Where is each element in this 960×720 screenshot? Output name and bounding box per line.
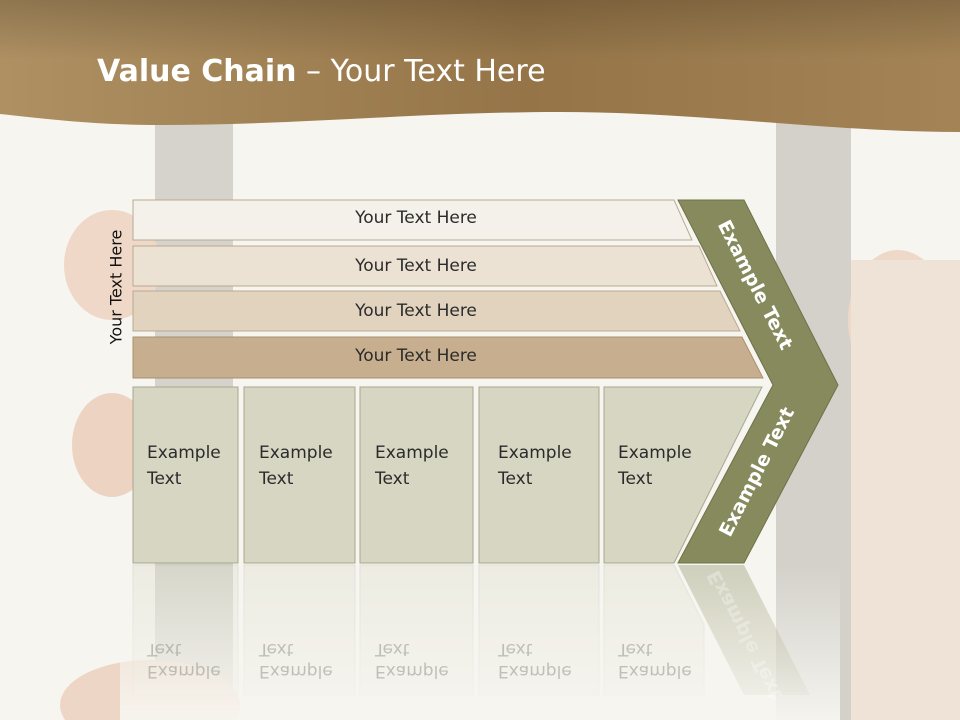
reflected-line1: Example	[375, 661, 449, 681]
row-band-4	[132, 336, 764, 379]
reflected-line2: Text	[618, 639, 653, 659]
reflected-line1: Example	[498, 661, 572, 681]
title-bold: Value Chain	[97, 54, 297, 89]
row-label-2: Your Text Here	[355, 256, 477, 276]
cell-label-line2: Text	[259, 469, 294, 489]
row-label-4: Your Text Here	[355, 346, 477, 366]
cell-label-line1: Example	[147, 443, 221, 463]
reflected-line1: Example	[147, 661, 221, 681]
chevron	[677, 199, 839, 564]
cell-3	[359, 386, 474, 564]
reflected-line2: Text	[259, 639, 294, 659]
row-label-1: Your Text Here	[355, 208, 477, 228]
cell-label-2: Example Text	[259, 440, 333, 492]
activity-cells	[132, 386, 763, 564]
cell-label-line1: Example	[375, 443, 449, 463]
row-bands	[132, 199, 764, 379]
reflected-cell-label-3: Example Text	[375, 638, 449, 682]
cell-label-5: Example Text	[618, 440, 692, 492]
row-band-2	[132, 245, 718, 287]
hand-right	[851, 260, 960, 720]
reflected-line2: Text	[375, 639, 410, 659]
cell-label-line2: Text	[147, 469, 182, 489]
header-band	[0, 0, 960, 132]
side-label: Your Text Here	[106, 229, 126, 345]
row-label-3: Your Text Here	[355, 301, 477, 321]
cell-label-line1: Example	[259, 443, 333, 463]
reflected-line1: Example	[618, 661, 692, 681]
reflected-cell-label-1: Example Text	[147, 638, 221, 682]
cell-2	[243, 386, 356, 564]
title-rest: – Your Text Here	[296, 54, 546, 89]
reflected-line1: Example	[259, 661, 333, 681]
page-title: Value Chain – Your Text Here	[97, 54, 546, 89]
cell-1	[132, 386, 239, 564]
cell-label-line2: Text	[498, 469, 533, 489]
cell-label-4: Example Text	[498, 440, 572, 492]
reflected-cell-label-5: Example Text	[618, 638, 692, 682]
reflected-cell-label-2: Example Text	[259, 638, 333, 682]
cell-4	[478, 386, 600, 564]
reflected-line2: Text	[498, 639, 533, 659]
cell-label-line2: Text	[618, 469, 653, 489]
reflected-cell-label-4: Example Text	[498, 638, 572, 682]
cell-5	[603, 386, 763, 564]
reflection-fade	[120, 565, 840, 720]
cell-label-line2: Text	[375, 469, 410, 489]
row-band-1	[132, 199, 693, 241]
cell-label-1: Example Text	[147, 440, 221, 492]
cell-label-line1: Example	[618, 443, 692, 463]
cell-label-3: Example Text	[375, 440, 449, 492]
finger-left-bottom	[72, 393, 152, 497]
row-band-3	[132, 290, 741, 332]
reflected-line2: Text	[147, 639, 182, 659]
cell-label-line1: Example	[498, 443, 572, 463]
